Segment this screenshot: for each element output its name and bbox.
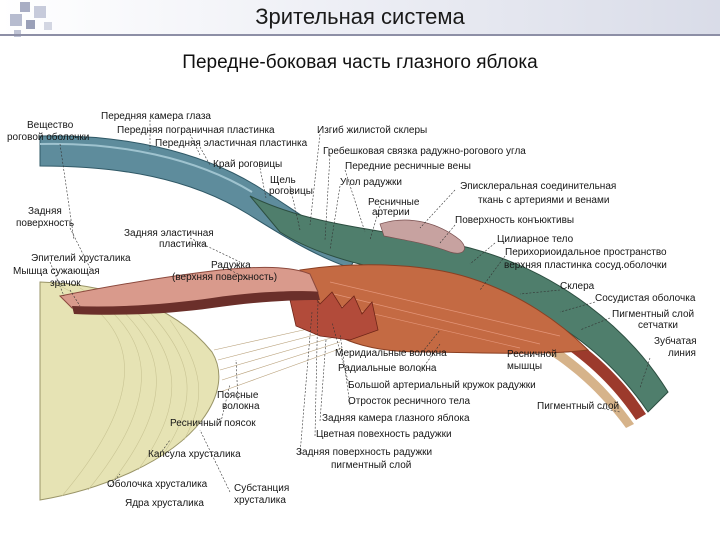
label-choroid: Сосудистая оболочка: [595, 292, 696, 304]
slide-subtitle: Передне-боковая часть глазного яблока: [182, 52, 538, 73]
label-iris-2: (верхняя поверхность): [172, 272, 277, 283]
title-divider: [0, 34, 720, 36]
label-posterior-surface-2: поверхность: [16, 218, 74, 229]
eye-anatomy-diagram: Вещество роговой оболочки Передняя камер…: [7, 111, 697, 509]
label-episcleral-tissue: Эписклеральная соединительная: [460, 181, 616, 192]
decorative-squares: [10, 2, 52, 37]
label-corneal-cleft: Щель: [270, 175, 296, 186]
lens-shape: [39, 281, 220, 501]
cornea-highlight: [39, 142, 253, 193]
label-corneal-substance-2: роговой оболочки: [7, 131, 89, 143]
label-anterior-chamber: Передняя камера глаза: [101, 111, 211, 122]
label-anterior-limiting-lamina: Передняя пограничная пластинка: [117, 125, 275, 136]
slide-title: Зрительная система: [255, 4, 465, 29]
label-major-arterial-circle: Большой артериальный кружок радужки: [348, 380, 536, 391]
label-dentate-line-2: линия: [668, 348, 696, 359]
label-perichoroidal-space: Перихориоидальное пространство: [505, 247, 667, 258]
label-posterior-chamber: Задняя камера глазного яблока: [322, 412, 470, 424]
label-iris: Радужка: [211, 260, 251, 271]
label-sphincter-pupillae: Мышца сужающая: [13, 266, 100, 277]
label-lens-nucleus: Ядра хрусталика: [125, 498, 204, 509]
label-lens-substance-2: хрусталика: [234, 495, 286, 506]
label-ciliary-arteries-2: артерии: [372, 207, 410, 218]
label-scleral-bend: Изгиб жилистой склеры: [317, 124, 427, 136]
label-zonular-fibers-2: волокна: [222, 401, 260, 412]
leader-lines: [49, 120, 651, 493]
conjunctiva-shape: [379, 219, 465, 254]
label-perichoroidal-space-2: верхняя пластинка сосуд.оболочки: [504, 259, 667, 271]
label-iris-posterior-surface: Задняя поверхность радужки: [296, 447, 432, 458]
label-corneal-edge: Край роговицы: [213, 159, 282, 170]
label-retinal-pigment-layer: Пигментный слой: [612, 309, 694, 320]
label-pigment-layer: Пигментный слой: [537, 401, 619, 412]
label-iris-colored-surface: Цветная повехность радужки: [316, 429, 452, 440]
label-ciliary-muscle: Ресничной: [507, 349, 557, 360]
label-ciliary-process: Отросток ресничного тела: [348, 396, 470, 407]
ciliary-processes: [289, 289, 379, 341]
label-anterior-ciliary-veins: Передние ресничные вены: [345, 161, 471, 172]
label-conjunctiva-surface: Поверхность конъюктивы: [455, 215, 574, 226]
label-ciliary-arteries: Ресничные: [368, 197, 420, 208]
label-lens-substance: Субстанция: [234, 482, 289, 494]
label-iris-angle: Угол радужки: [340, 177, 402, 188]
label-dentate-line: Зубчатая: [654, 335, 697, 347]
iris-pigment: [72, 291, 320, 315]
label-iris-posterior-surface-2: пигментный слой: [331, 460, 411, 471]
label-ciliary-zonule: Ресничный поясок: [170, 418, 256, 429]
label-pectinate-ligament: Гребешковая связка радужно-рогового угла: [323, 145, 526, 157]
label-lens-cortex: Оболочка хрусталика: [107, 478, 208, 490]
label-zonular-fibers: Поясные: [217, 390, 259, 401]
label-radial-fibers: Радиальные волокна: [338, 363, 437, 374]
label-posterior-elastic-lamina-2: пластинка: [159, 239, 207, 250]
label-retinal-pigment-layer-2: сетчатки: [638, 320, 678, 331]
label-posterior-elastic-lamina: Задняя эластичная: [124, 228, 214, 239]
label-lens-capsule: Капсула хрусталика: [148, 449, 241, 460]
label-episcleral-tissue-2: ткань с артериями и венами: [478, 195, 609, 206]
label-meridional-fibers: Меридиальные волокна: [335, 348, 447, 359]
label-anterior-elastic-lamina: Передняя эластичная пластинка: [155, 138, 308, 149]
label-posterior-surface: Задняя: [28, 206, 62, 217]
label-sclera: Склера: [560, 281, 595, 292]
slide-header-band: [0, 0, 720, 34]
label-lens-epithelium: Эпителий хрусталика: [31, 253, 131, 264]
label-corneal-substance: Вещество: [27, 120, 74, 131]
label-ciliary-body: Цилиарное тело: [497, 234, 574, 245]
label-sphincter-pupillae-2: зрачок: [50, 278, 81, 289]
label-corneal-cleft-2: роговицы: [269, 186, 313, 197]
label-ciliary-muscle-2: мышцы: [507, 361, 542, 372]
